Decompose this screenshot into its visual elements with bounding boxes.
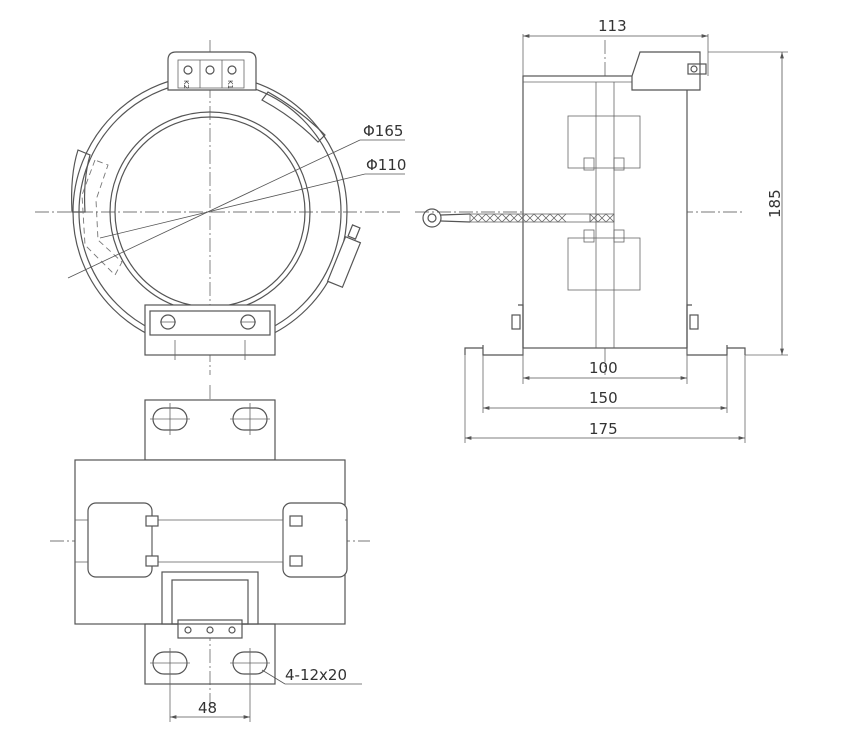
leader-dia-inner xyxy=(99,173,366,239)
terminal-label-left: K2 xyxy=(182,80,190,89)
terminal-screw-right-icon xyxy=(227,65,237,75)
dim-dia-outer: Φ165 xyxy=(363,122,403,140)
plan-view: 48 4-12x20 xyxy=(50,385,370,722)
side-lug xyxy=(326,224,362,289)
core-window-top xyxy=(567,115,641,169)
hidden-outline-left xyxy=(81,159,123,276)
dim-depth: 113 xyxy=(598,17,627,35)
mounting-foot-front xyxy=(144,304,276,360)
leader-slot-note xyxy=(261,669,286,685)
terminal-label-right: K1 xyxy=(226,80,234,89)
terminal-screw-left-icon xyxy=(183,65,193,75)
terminal-block: K2 K1 xyxy=(167,51,257,91)
leader-dia-outer xyxy=(67,139,361,279)
dim-height: 185 xyxy=(766,189,784,218)
dim-slot-pitch: 48 xyxy=(198,699,217,717)
side-terminal xyxy=(631,51,701,91)
dim-base-outer: 175 xyxy=(589,420,618,438)
side-view: 113 185 100 150 175 xyxy=(415,17,788,443)
plan-terminal-cover xyxy=(161,571,259,625)
dim-base-inner: 100 xyxy=(589,359,618,377)
dim-base-mid: 150 xyxy=(589,389,618,407)
core-window-bottom xyxy=(567,237,641,291)
dim-dia-inner: Φ110 xyxy=(366,156,406,174)
side-bump-left xyxy=(71,149,91,213)
ground-lead xyxy=(422,208,615,228)
ring-lug-icon xyxy=(422,208,442,228)
terminal-screw-center-icon xyxy=(205,65,215,75)
dim-slot-note: 4-12x20 xyxy=(285,666,347,684)
plan-coil-left xyxy=(87,502,153,578)
front-view: K2 K1 Φ165 Φ110 xyxy=(35,40,406,375)
side-body xyxy=(522,75,688,349)
lower-foot xyxy=(144,623,276,685)
side-bump-right-top xyxy=(261,91,326,143)
